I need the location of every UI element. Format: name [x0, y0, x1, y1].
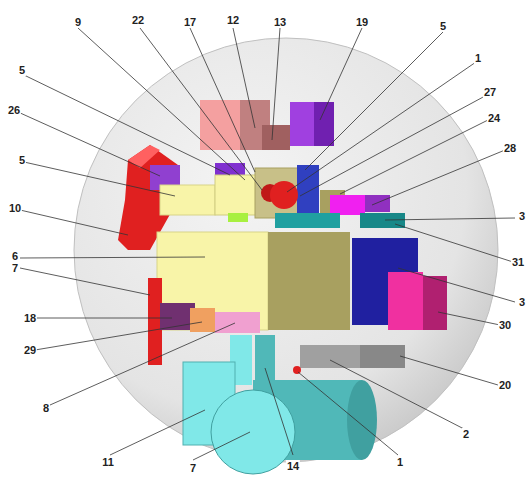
callout-number: 14 — [286, 460, 300, 472]
components — [118, 100, 447, 474]
callout-number: 18 — [23, 312, 37, 324]
callout-number: 24 — [487, 112, 501, 124]
callout-number: 12 — [226, 14, 240, 26]
callout-number: 17 — [183, 16, 197, 28]
callout-number: 28 — [503, 142, 517, 154]
callout-number: 10 — [8, 202, 22, 214]
callout-number: 7 — [189, 462, 197, 474]
callout-number: 3 — [518, 210, 526, 222]
callout-number: 31 — [511, 256, 525, 268]
callout-number: 29 — [23, 344, 37, 356]
callout-number: 27 — [483, 86, 497, 98]
callout-number: 1 — [474, 52, 482, 64]
callout-number: 8 — [42, 402, 50, 414]
callout-number: 1 — [396, 456, 404, 468]
callout-number: 26 — [7, 104, 21, 116]
leader-lines — [18, 28, 515, 460]
callout-number: 5 — [439, 20, 447, 32]
callout-number: 11 — [101, 456, 115, 468]
callout-number: 5 — [18, 64, 26, 76]
enclosing-sphere — [74, 38, 498, 462]
callout-number: 3 — [518, 296, 526, 308]
callout-number: 19 — [355, 16, 369, 28]
callout-number: 6 — [11, 250, 19, 262]
callout-number: 5 — [18, 154, 26, 166]
callout-number: 2 — [462, 428, 470, 440]
callout-number: 30 — [498, 319, 512, 331]
callout-number: 13 — [273, 16, 287, 28]
callout-number: 20 — [498, 379, 512, 391]
callout-number: 22 — [131, 14, 145, 26]
callout-number: 7 — [11, 262, 19, 274]
callout-number: 9 — [74, 16, 82, 28]
